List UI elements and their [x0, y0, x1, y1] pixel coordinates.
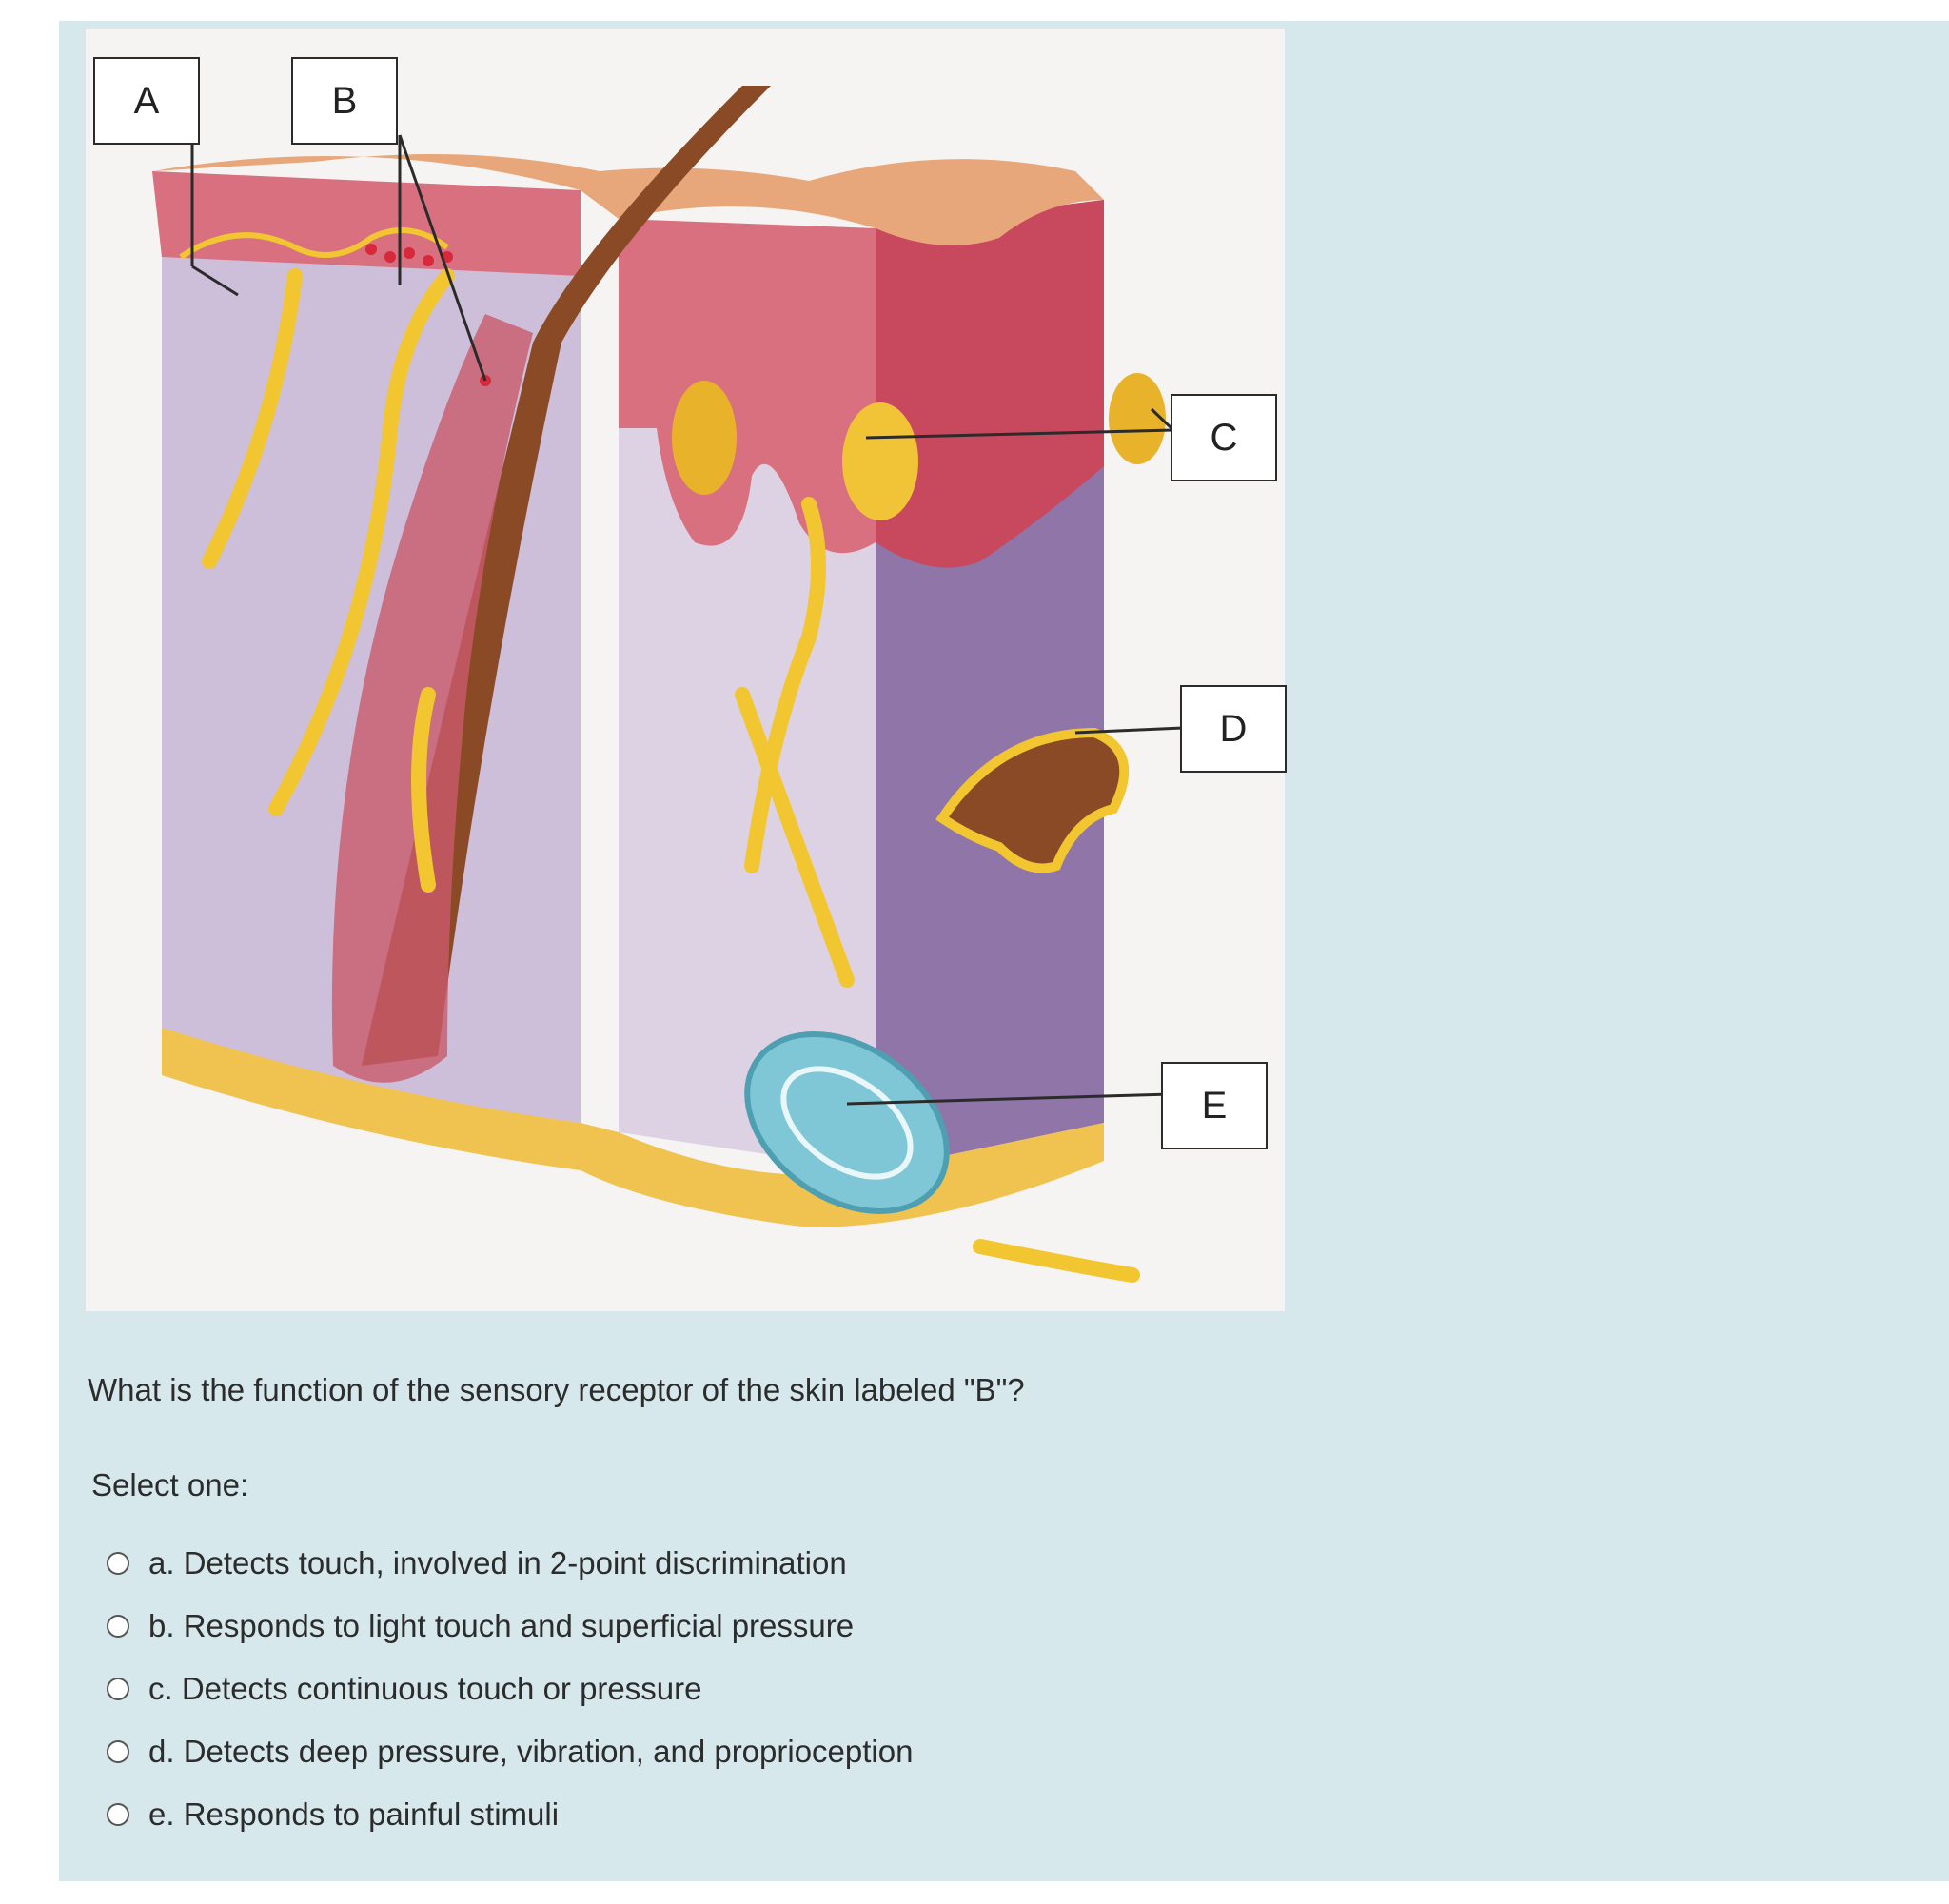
answer-option-c[interactable]: c. Detects continuous touch or pressure [107, 1658, 913, 1720]
option-e-text: e. Responds to painful stimuli [148, 1796, 560, 1832]
free-nerve-endings [179, 227, 449, 260]
hair-shaft [362, 86, 771, 1066]
radio-b[interactable] [107, 1615, 129, 1638]
answer-option-d[interactable]: d. Detects deep pressure, vibration, and… [107, 1720, 913, 1783]
nerve-fibers [202, 268, 855, 988]
answer-option-e[interactable]: e. Responds to painful stimuli [107, 1783, 913, 1846]
figure-label-c: C [1171, 394, 1277, 481]
radio-a[interactable] [107, 1552, 129, 1575]
bulbous-corpuscle [935, 727, 1130, 873]
radio-e[interactable] [107, 1803, 129, 1826]
skin-surface [152, 154, 1104, 245]
leader-lines [190, 134, 1184, 1106]
select-one-label: Select one: [91, 1467, 249, 1502]
option-a-text: a. Detects touch, involved in 2-point di… [148, 1545, 847, 1580]
tactile-corpuscle-3 [1109, 373, 1166, 464]
tactile-corpuscle-1 [672, 381, 737, 495]
option-c-text: c. Detects continuous touch or pressure [148, 1671, 702, 1706]
answer-options: a. Detects touch, involved in 2-point di… [107, 1532, 913, 1846]
option-d-text: d. Detects deep pressure, vibration, and… [148, 1734, 914, 1769]
lamellar-corpuscle-rings [780, 1066, 914, 1180]
figure-label-e: E [1161, 1062, 1268, 1149]
radio-d[interactable] [107, 1740, 129, 1763]
radio-c[interactable] [107, 1678, 129, 1700]
tactile-corpuscle-2 [842, 402, 918, 520]
skin-cross-section-illustration [152, 86, 1184, 1283]
figure-label-d: D [1180, 685, 1287, 773]
quiz-panel: A B C D E What is the function of the se… [59, 21, 1949, 1881]
epidermis-left [152, 171, 581, 276]
figure-label-b: B [291, 57, 398, 145]
option-b-text: b. Responds to light touch and superfici… [148, 1608, 855, 1643]
lamellar-corpuscle [744, 1031, 950, 1214]
figure-label-a: A [93, 57, 200, 145]
lamellar-nerve [973, 1239, 1140, 1283]
answer-option-a[interactable]: a. Detects touch, involved in 2-point di… [107, 1532, 913, 1595]
skin-receptors-figure: A B C D E [86, 29, 1287, 1311]
answer-option-b[interactable]: b. Responds to light touch and superfici… [107, 1595, 913, 1658]
question-text: What is the function of the sensory rece… [88, 1372, 1025, 1407]
epidermis-right-side [876, 200, 1104, 568]
